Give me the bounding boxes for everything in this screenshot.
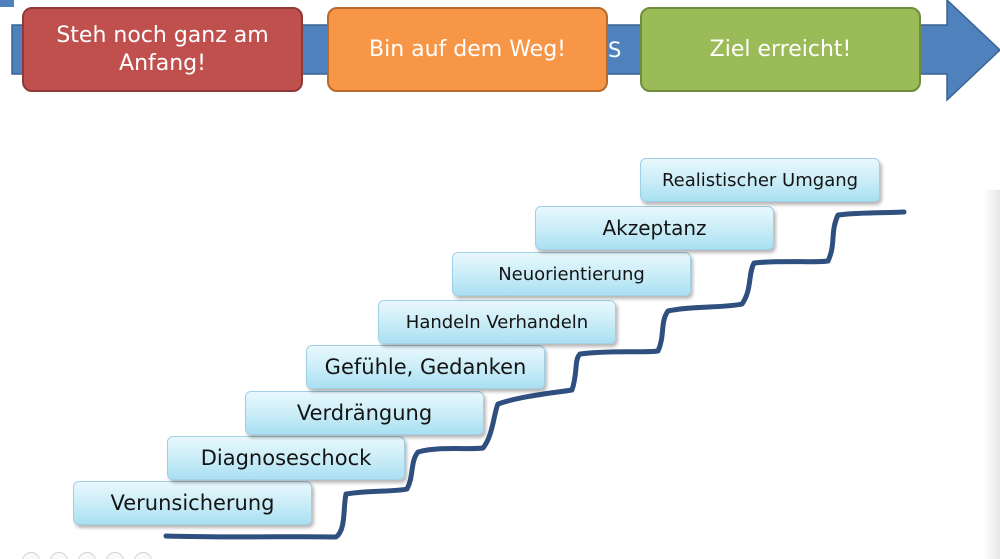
phase-box-goal-reached: Ziel erreicht! <box>640 7 921 92</box>
step-akzeptanz: Akzeptanz <box>535 206 774 250</box>
slideshow-toolbar[interactable] <box>0 549 170 559</box>
step-realistischer-umgang: Realistischer Umgang <box>640 158 880 202</box>
step-diagnoseschock: Diagnoseschock <box>167 436 405 480</box>
pen-tool-icon[interactable] <box>78 552 96 559</box>
previous-slide-icon[interactable] <box>22 552 40 559</box>
step-gefuehle-gedanken: Gefühle, Gedanken <box>306 345 545 389</box>
next-slide-icon[interactable] <box>50 552 68 559</box>
phase-box-on-the-way: Bin auf dem Weg! <box>327 7 608 92</box>
zoom-icon[interactable] <box>134 552 152 559</box>
step-handeln-verhandeln: Handeln Verhandeln <box>378 300 616 344</box>
step-neuorientierung: Neuorientierung <box>452 252 691 296</box>
slide-edge-shadow <box>984 190 1000 559</box>
staircase-path <box>163 209 907 540</box>
step-verdraengung: Verdrängung <box>245 391 484 435</box>
step-verunsicherung: Verunsicherung <box>73 481 312 525</box>
slide-overview-icon[interactable] <box>106 552 124 559</box>
phase-box-start: Steh noch ganz am Anfang! <box>22 7 303 92</box>
arrow-top-left-accent <box>0 0 14 7</box>
arrow-partial-text: S <box>608 38 622 62</box>
